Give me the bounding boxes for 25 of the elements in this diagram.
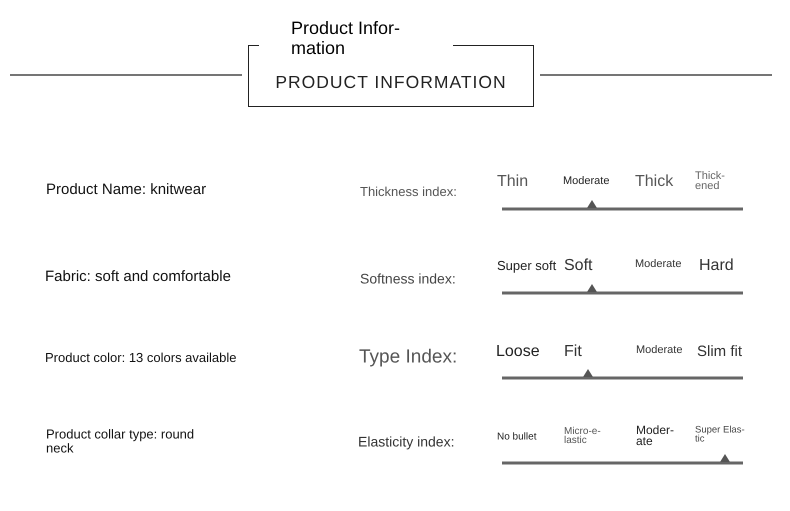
scale-option: Soft	[564, 257, 592, 275]
subheading: PRODUCT INFORMATION	[274, 74, 508, 92]
index-label: Thickness index:	[360, 184, 457, 200]
scale-option: No bullet	[497, 432, 536, 442]
scale-option: Thin	[497, 173, 528, 191]
scale-option: Moderate	[563, 177, 610, 187]
scale-option: Moderate	[636, 346, 682, 356]
scale-option: Loose	[496, 343, 540, 361]
index-label: Softness index:	[360, 271, 456, 287]
scale-option: Hard	[699, 257, 734, 275]
scale-option: Slim fit	[697, 344, 742, 360]
index-label: Elasticity index:	[358, 434, 454, 450]
scale-option: Super Elas- tic	[695, 426, 755, 444]
product-attribute: Product Name: knitwear	[46, 182, 206, 198]
scale-option: Thick- ened	[695, 172, 735, 192]
scale-option: Moderate	[635, 260, 682, 270]
product-attribute: Fabric: soft and comfortable	[45, 268, 231, 286]
product-attribute: Product color: 13 colors available	[45, 350, 236, 366]
scale-option: Moder- ate	[636, 425, 681, 447]
product-attribute: Product collar type: round neck	[46, 428, 196, 456]
index-label: Type Index:	[359, 348, 458, 368]
scale-option: Micro-e- lastic	[564, 427, 614, 445]
scale-option: Super soft	[497, 258, 556, 274]
scale-option: Thick	[635, 173, 674, 191]
scale-option: Fit	[564, 343, 582, 361]
